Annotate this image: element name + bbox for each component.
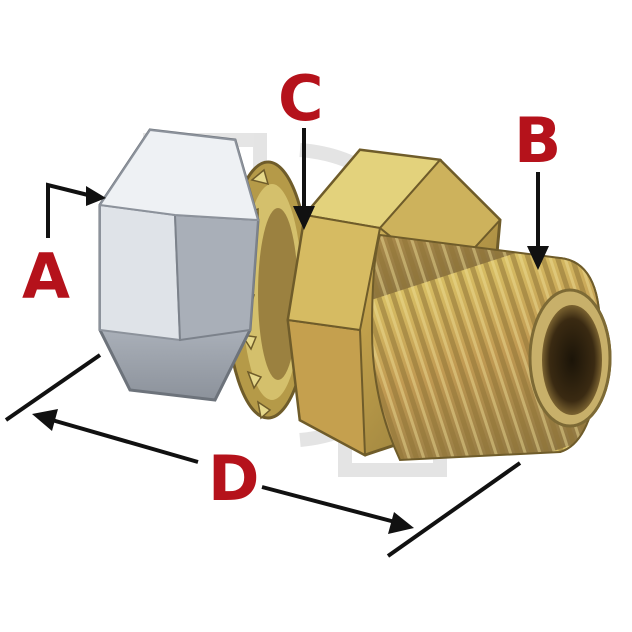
arrow-head-d-right [388, 512, 414, 534]
dimension-a: A [22, 182, 106, 313]
label-a: A [22, 240, 70, 313]
d-extension-right [386, 461, 522, 558]
d-dimension-line-right [261, 485, 396, 524]
label-c: C [278, 62, 324, 135]
threaded-spigot [370, 233, 612, 462]
arrow-head-a [86, 186, 106, 206]
arrow-head-d-left [32, 409, 58, 431]
arrow-head-b [527, 246, 549, 270]
silver-hex-nut [98, 128, 260, 402]
d-extension-left [4, 353, 102, 422]
dimension-c: C [278, 62, 324, 230]
arrow-head-c [293, 206, 315, 230]
label-b: B [514, 104, 561, 177]
dimension-b: B [514, 104, 561, 270]
a-leader-line [46, 182, 93, 238]
dimension-d: D [4, 353, 522, 558]
d-dimension-line-left [51, 418, 199, 464]
label-d: D [208, 442, 259, 515]
